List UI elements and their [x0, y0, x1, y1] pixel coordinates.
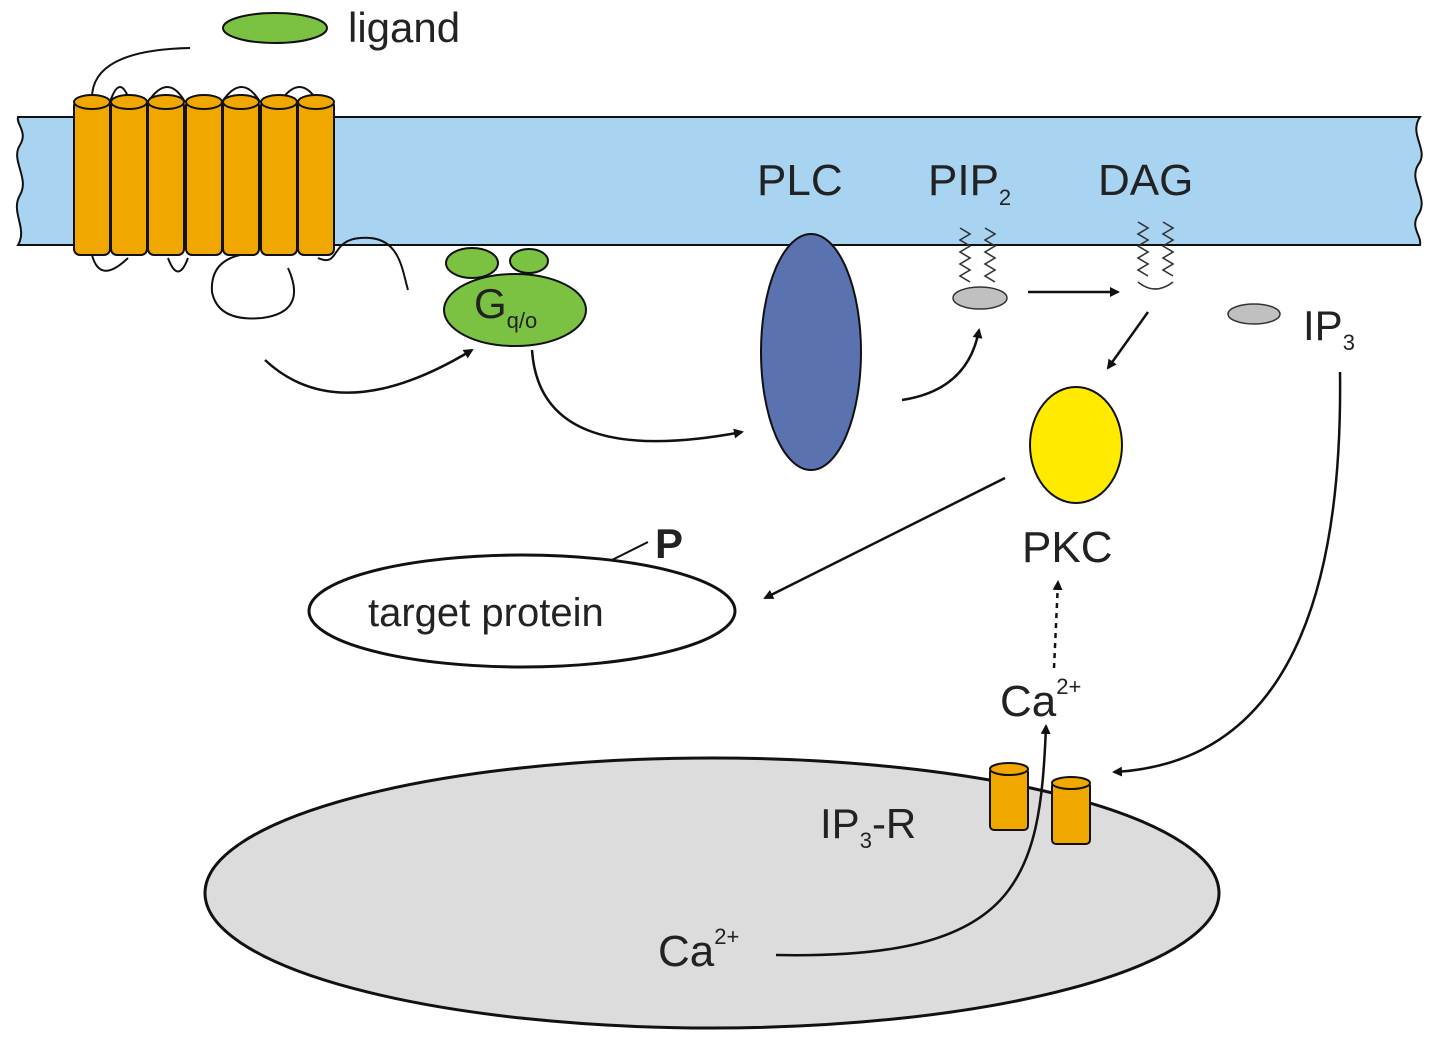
- ligand-shape: [222, 12, 328, 44]
- plc-label: PLC: [757, 156, 843, 205]
- g-protein: [443, 247, 587, 347]
- ca-er-label: Ca2+: [658, 924, 739, 976]
- gpcr-receptor: [73, 94, 335, 256]
- target-protein: [307, 553, 737, 669]
- receptor-extracellular-loops: [90, 47, 319, 103]
- receptor-intracellular-loops: [91, 236, 409, 320]
- arrow-g-to-plc: [530, 349, 744, 443]
- arrow-pkc-to-target: [763, 476, 1006, 600]
- arrow-ip3-to-receptor: [1112, 371, 1342, 777]
- dag-label: DAG: [1098, 156, 1193, 205]
- ip3-molecule: [1227, 303, 1281, 325]
- ca-cytosol-label: Ca2+: [1000, 674, 1081, 726]
- ip3-label: IP3: [1303, 302, 1355, 355]
- arrow-receptor-to-g: [264, 348, 474, 394]
- pkc-label: PKC: [1022, 523, 1112, 572]
- target-protein-label: target protein: [368, 591, 604, 635]
- ip3-receptor-channels: [989, 762, 1091, 845]
- arrow-plc-to-pip2: [901, 328, 983, 402]
- arrow-dag-to-pkc: [1106, 311, 1150, 370]
- phosphate-bond: [611, 541, 649, 561]
- pip2-lipid: [952, 227, 1008, 310]
- ligand-label: ligand: [348, 4, 460, 51]
- pip2-label: PIP2: [928, 156, 1011, 210]
- arrow-ca-to-pkc: [1052, 580, 1063, 669]
- plc-enzyme: [760, 233, 862, 471]
- dag-lipid: [1136, 221, 1175, 290]
- ip3r-label: IP3-R: [820, 800, 916, 853]
- endoplasmic-reticulum: [203, 756, 1221, 1030]
- arrow-ca-release: [775, 724, 1051, 957]
- g-protein-label: Gq/o: [474, 280, 537, 333]
- plasma-membrane: [15, 116, 1423, 246]
- phosphate-label: P: [655, 520, 683, 567]
- pkc-enzyme: [1029, 386, 1123, 504]
